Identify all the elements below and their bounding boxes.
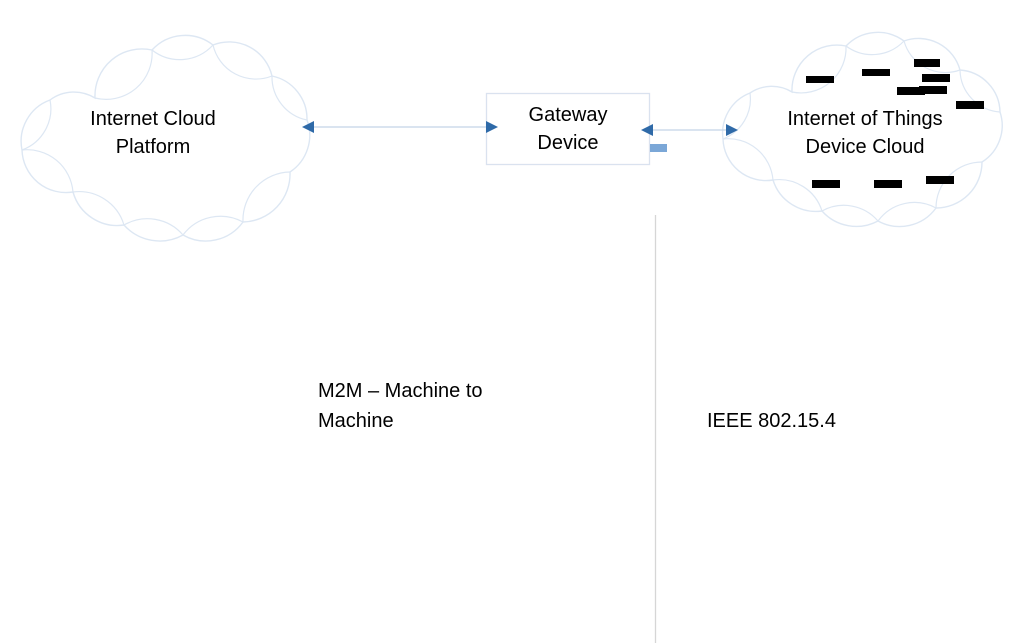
cloud-left-shape[interactable]: [20, 34, 311, 242]
device-mark-icon: [926, 176, 954, 184]
device-mark-icon: [812, 180, 840, 188]
ieee-annotation-label: IEEE 802.15.4: [707, 410, 836, 432]
device-mark-icon: [874, 180, 902, 188]
iot-device-marks: [806, 59, 984, 188]
device-mark-icon: [897, 87, 925, 95]
cloud-right-shape[interactable]: [721, 31, 1003, 228]
device-mark-icon: [956, 101, 984, 109]
gateway-device-box[interactable]: [485, 92, 651, 166]
device-mark-icon: [922, 74, 950, 82]
device-mark-icon: [914, 59, 940, 67]
accent-rectangle-icon: [650, 144, 667, 152]
device-mark-icon: [919, 86, 947, 94]
m2m-annotation-label: M2M – Machine to Machine: [318, 380, 483, 432]
device-mark-icon: [806, 76, 834, 83]
device-mark-icon: [862, 69, 890, 76]
